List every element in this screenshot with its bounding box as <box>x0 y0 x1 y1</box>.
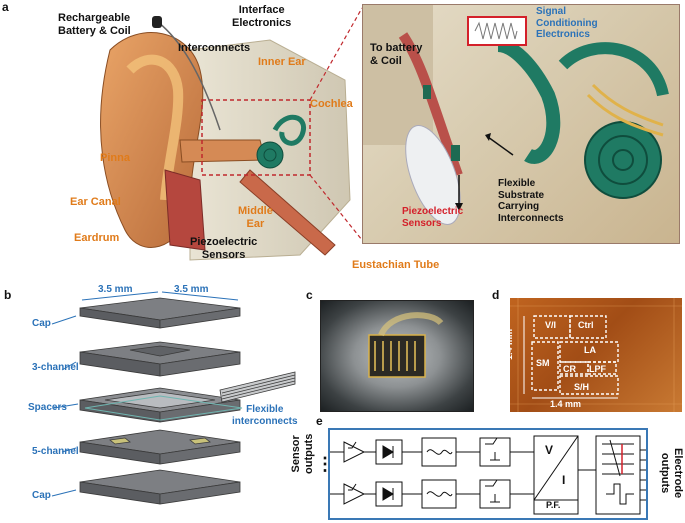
label-pinna: Pinna <box>100 152 130 164</box>
label-eardrum: Eardrum <box>74 232 120 244</box>
layer-cap-top: Cap <box>32 318 51 329</box>
label-middle-ear: Middle Ear <box>238 205 273 230</box>
ear-anatomy-illustration <box>100 16 351 261</box>
panel-label-a: a <box>2 0 9 14</box>
label-piezoelectric-sensors: Piezoelectric Sensors <box>190 236 258 261</box>
label-flexible-interconnects: Flexible interconnects <box>232 404 298 427</box>
label-electrode-outputs: Electrode outputs <box>659 448 684 499</box>
block-vi: V/I <box>545 320 557 330</box>
label-sensor-outputs: Sensor outputs <box>290 433 315 474</box>
block-la: LA <box>584 345 596 355</box>
block-lpf: LPF <box>589 364 606 374</box>
label-eustachian-tube: Eustachian Tube <box>352 259 440 271</box>
label-inner-ear: Inner Ear <box>258 56 306 68</box>
label-interconnects: Interconnects <box>178 42 251 54</box>
layer-spacers: Spacers <box>28 402 67 413</box>
device-photo <box>320 300 474 412</box>
inset-label-battery-coil: To battery & Coil <box>370 42 423 67</box>
panel-label-e: e <box>316 414 323 428</box>
label-cochlea: Cochlea <box>310 98 353 110</box>
dim-width-2: 3.5 mm <box>174 284 209 295</box>
inset-label-piezoelectric: Piezoelectric Sensors <box>402 206 464 229</box>
inset-zoomed-view <box>362 4 680 244</box>
channel-ellipsis: ⋮ <box>316 454 334 474</box>
layer-cap-bottom: Cap <box>32 490 51 501</box>
inset-illustration <box>363 5 669 225</box>
label-interface-electronics: Interface Electronics <box>232 4 292 29</box>
panel-label-d: d <box>492 288 500 302</box>
panel-label-c: c <box>306 288 313 302</box>
label-battery: Rechargeable Battery & Coil <box>58 12 131 37</box>
chip-micrograph <box>510 298 682 412</box>
layer-3-channel: 3-channel <box>32 362 79 373</box>
label-ear-canal: Ear Canal <box>70 196 121 208</box>
panel-label-b: b <box>4 288 12 302</box>
layer-5-channel: 5-channel <box>32 446 79 457</box>
inset-label-signal-conditioning: Signal Conditioning Electronics <box>536 6 598 40</box>
dim-chip-vertical: 1.4 mm <box>504 328 514 360</box>
signal-chain-svg <box>330 435 646 515</box>
dim-chip-horizontal: 1.4 mm <box>550 399 582 409</box>
device-exploded-stack <box>51 291 296 505</box>
dim-width-1: 3.5 mm <box>98 284 133 295</box>
block-ctrl: Ctrl <box>578 320 594 330</box>
inset-label-flexible-substrate: Flexible Substrate Carrying Interconnect… <box>498 178 564 224</box>
converter-v-label: V <box>545 443 554 457</box>
block-sm: SM <box>536 358 550 368</box>
converter-i-label: I <box>562 473 566 487</box>
pf-label: P.F. <box>546 500 561 510</box>
block-diagram <box>328 428 648 520</box>
block-cr: CR <box>563 364 576 374</box>
block-sh: S/H <box>574 382 590 392</box>
